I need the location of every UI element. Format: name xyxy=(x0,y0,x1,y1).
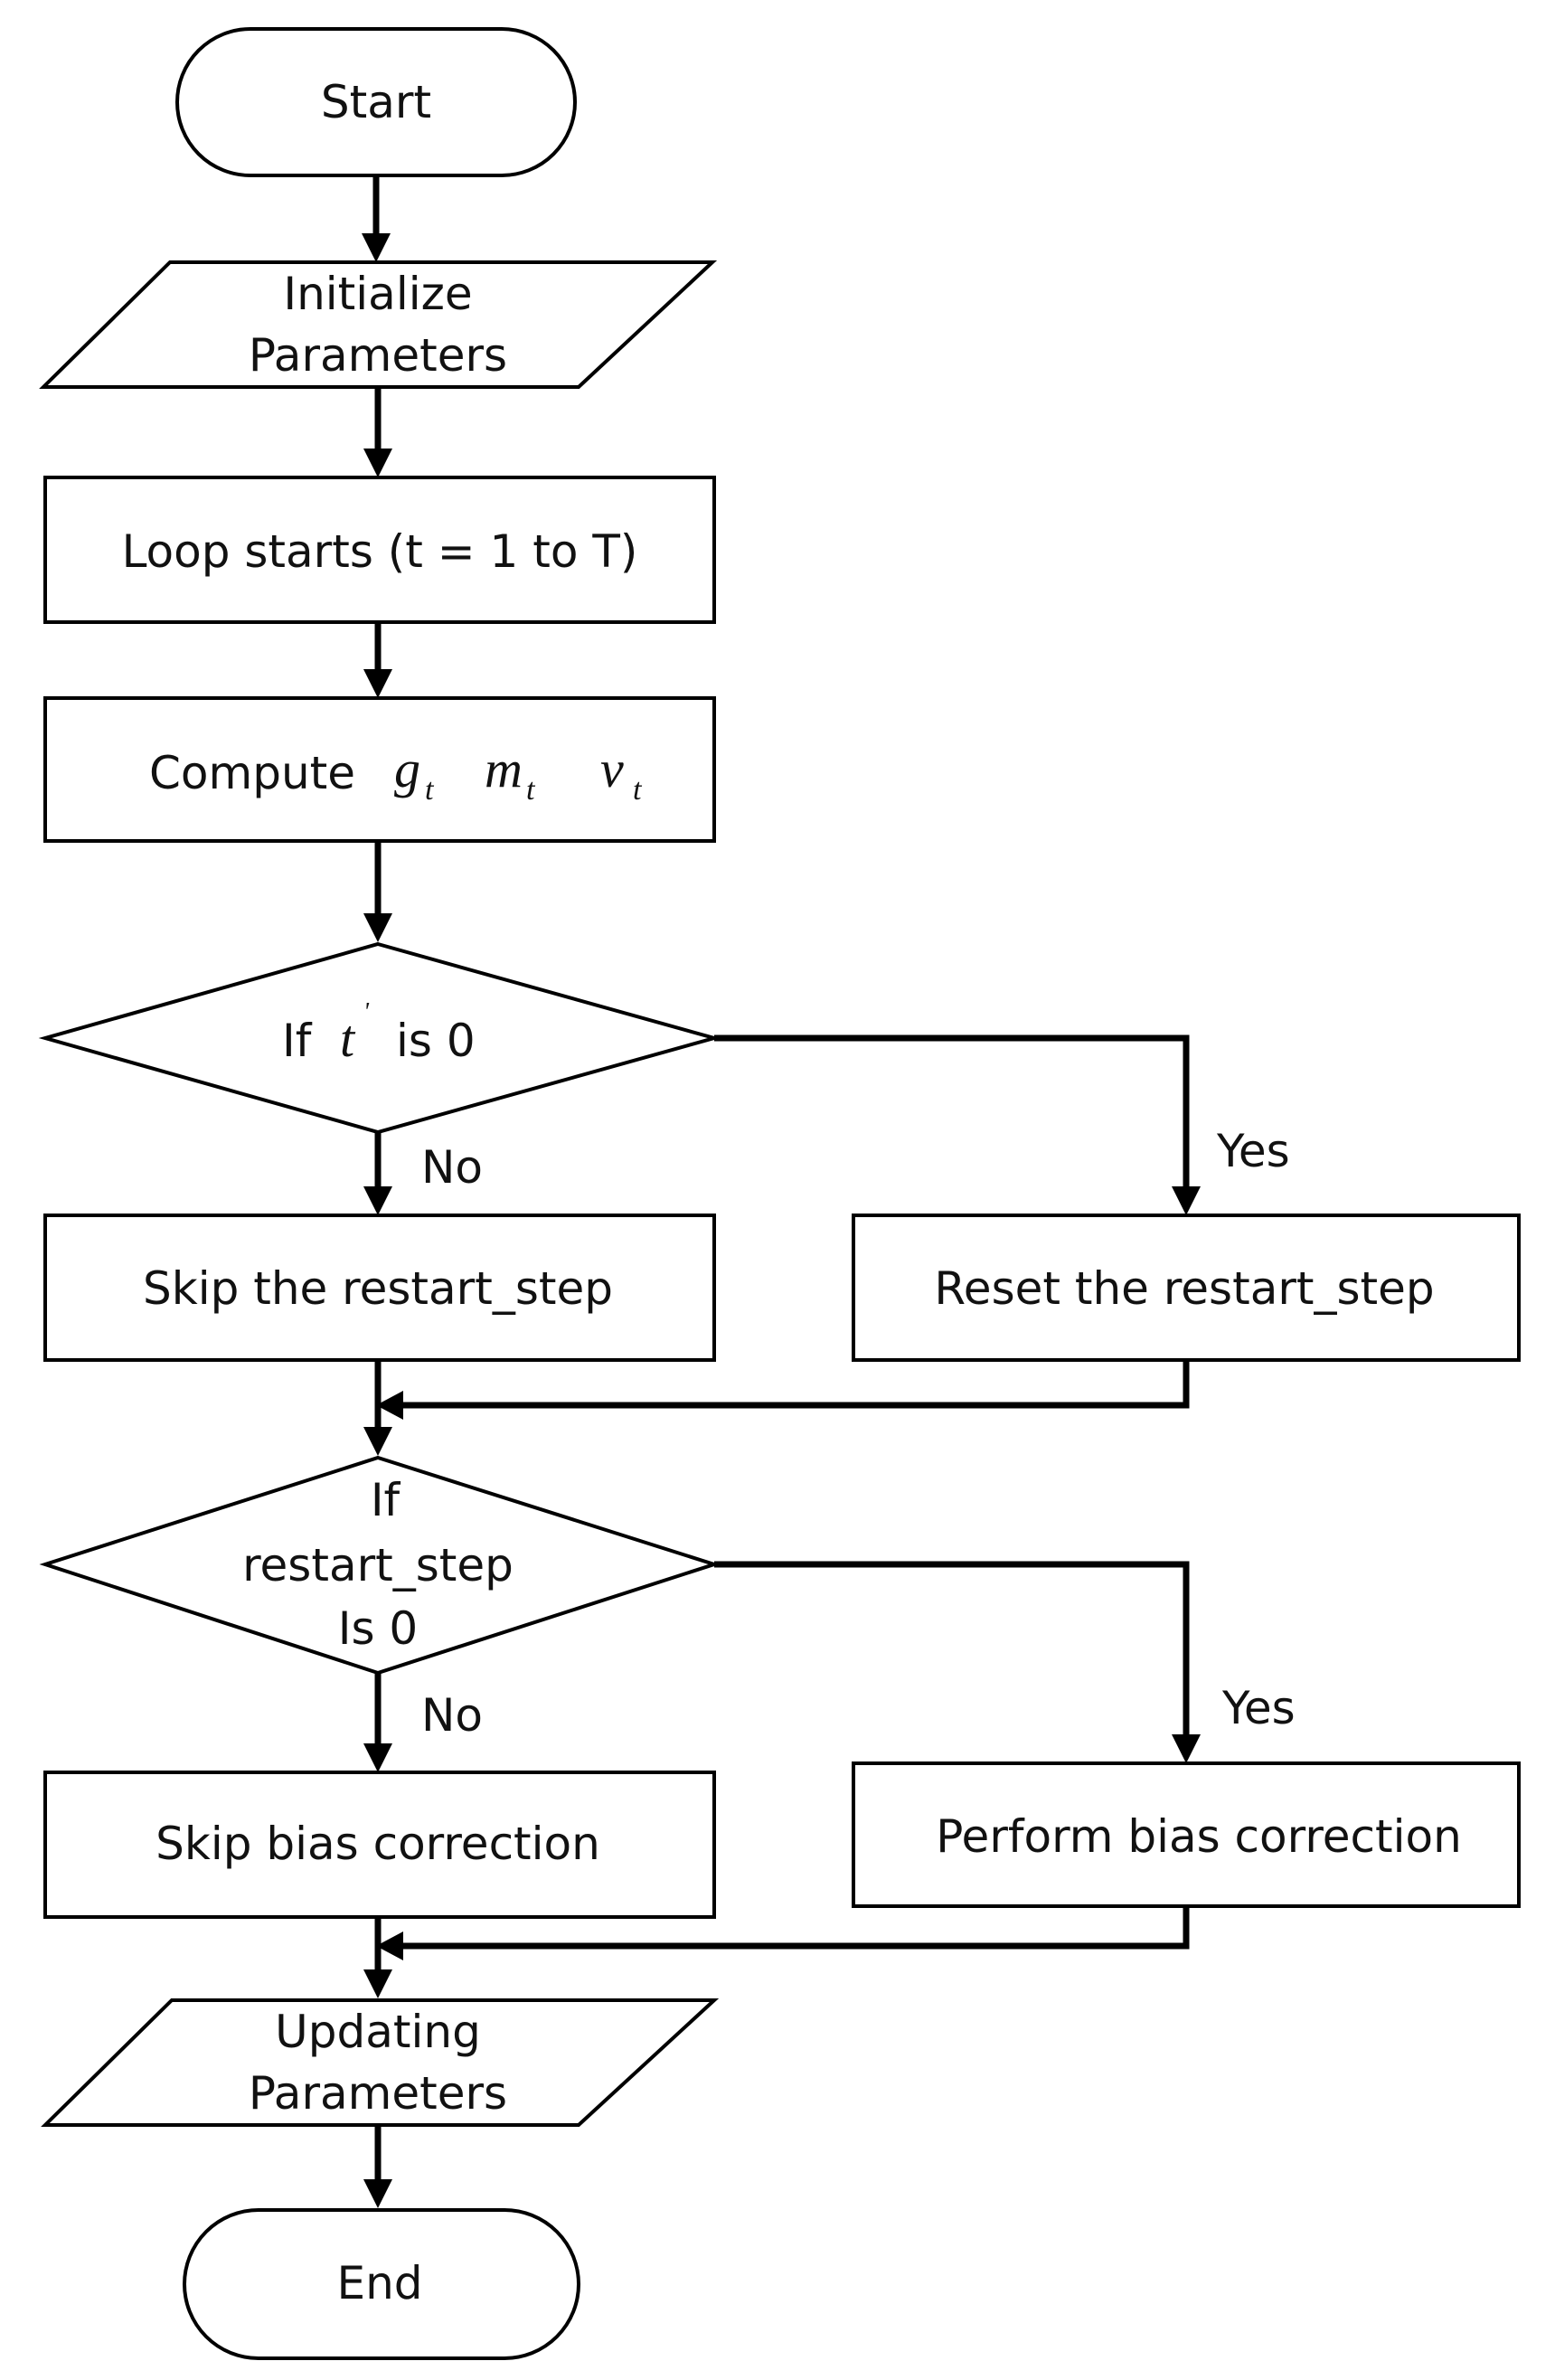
arrowhead xyxy=(1172,1734,1201,1763)
update-label-line2: Parameters xyxy=(249,2067,507,2120)
loop-label: Loop starts (t = 1 to T) xyxy=(122,525,638,578)
start-node: Start xyxy=(175,27,577,177)
arrowhead xyxy=(363,1969,392,1998)
arrowhead xyxy=(363,1427,392,1456)
end-node: End xyxy=(183,2208,580,2360)
first-moment-symbol: m xyxy=(485,740,523,798)
arrowhead xyxy=(363,449,392,477)
arrowhead xyxy=(363,2179,392,2208)
decision-t-prime-node: If t ' is 0 xyxy=(38,941,721,1135)
arrowhead xyxy=(376,1391,403,1420)
arrowhead xyxy=(363,669,392,698)
decision2-line3: Is 0 xyxy=(338,1602,419,1655)
decision1-prefix: If xyxy=(282,1015,313,1067)
compute-node: Compute g t m t v t xyxy=(43,696,716,843)
no-label: No xyxy=(421,1141,483,1194)
arrowhead xyxy=(1172,1186,1201,1215)
update-label-line1: Updating xyxy=(275,2006,481,2058)
first-moment-subscript: t xyxy=(526,773,536,807)
second-moment-symbol: v xyxy=(600,740,624,798)
perform-bias-label: Perform bias correction xyxy=(936,1810,1462,1863)
loop-start-node: Loop starts (t = 1 to T) xyxy=(43,476,716,624)
no-label: No xyxy=(421,1689,483,1742)
decision2-line2: restart_step xyxy=(242,1539,514,1591)
skip-restart-label: Skip the restart_step xyxy=(143,1262,613,1315)
reset-restart-step-node: Reset the restart_step xyxy=(852,1214,1521,1362)
connector-reset-merge xyxy=(403,1360,1190,1409)
t-prime-symbol: t xyxy=(340,1009,356,1068)
arrowhead xyxy=(363,913,392,942)
gradient-symbol: g xyxy=(394,740,420,798)
yes-label: Yes xyxy=(1216,1125,1290,1177)
yes-label: Yes xyxy=(1221,1682,1296,1734)
arrowhead xyxy=(363,1186,392,1215)
arrowhead xyxy=(376,1931,403,1960)
compute-label: Compute xyxy=(149,747,355,799)
decision-restart-step-node: If restart_step Is 0 xyxy=(39,1455,721,1676)
start-label: Start xyxy=(321,76,431,128)
skip-bias-correction-node: Skip bias correction xyxy=(43,1771,716,1919)
second-moment-subscript: t xyxy=(633,773,643,807)
gradient-subscript: t xyxy=(425,773,435,807)
init-label-line2: Parameters xyxy=(249,329,507,382)
init-label-line1: Initialize xyxy=(283,268,472,320)
connector-decision2-yes xyxy=(714,1561,1190,1734)
perform-bias-correction-node: Perform bias correction xyxy=(852,1761,1521,1908)
decision2-line1: If xyxy=(371,1474,401,1526)
skip-restart-step-node: Skip the restart_step xyxy=(43,1214,716,1362)
updating-parameters-node: Updating Parameters xyxy=(41,1998,720,2127)
connector-perform-merge xyxy=(403,1906,1190,1950)
connector-decision1-yes xyxy=(714,1034,1190,1186)
decision1-suffix: is 0 xyxy=(396,1015,476,1067)
initialize-parameters-node: Initialize Parameters xyxy=(39,260,718,389)
arrowhead xyxy=(362,233,391,262)
t-prime-superscript: ' xyxy=(363,998,370,1026)
end-label: End xyxy=(336,2257,422,2309)
skip-bias-label: Skip bias correction xyxy=(156,1818,600,1870)
arrowhead xyxy=(363,1743,392,1772)
reset-restart-label: Reset the restart_step xyxy=(934,1262,1434,1315)
